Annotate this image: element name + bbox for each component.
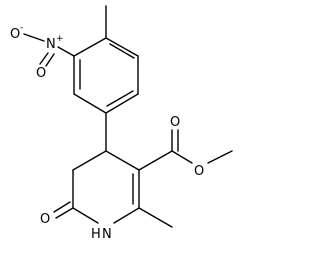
structure-diagram: N + O - O H N O O O [10,5,233,242]
bond-c6-o [55,207,74,219]
bond-n-o-left [23,33,45,42]
bond-c2-n1 [113,207,140,224]
bond-ar-3-inner [106,90,134,107]
bond-ar-3 [105,93,139,114]
bond-ar-1-inner [109,43,135,59]
bond-n-o-bottom [39,52,49,65]
nitro-o-bottom-label: O [36,66,46,81]
ring-nh-n-label: N [102,227,112,242]
lactam-o-label: O [40,212,50,227]
nitro-o-left-charge: - [20,23,23,33]
ester-o-carbonyl-label: O [170,115,180,130]
bond-aryl-nitro [57,46,75,57]
bond-ar-4 [73,93,107,114]
bond-n1-c6 [72,207,99,224]
bond-ar-6 [73,37,107,57]
bond-ar-1 [105,37,139,57]
bond-c4-c3 [105,150,140,171]
methyl-ester: O O [138,115,233,179]
benzene-ring [73,37,139,114]
nitro-group: N + O - O [10,23,75,81]
nitro-n-label: N [46,37,56,52]
bond-c3-ester-c [138,150,173,171]
bond-ester-c-oether [171,150,193,164]
bond-c5-c4 [72,150,107,171]
ester-o-ether-label: O [194,164,204,179]
ring-nh-h-label: H [91,227,101,242]
bond-c6-o-2 [53,201,71,213]
molecule-svg: N + O - O H N O O O [10,5,233,242]
bond-c2-methyl [138,207,173,228]
bond-oether-methyl [207,150,233,164]
nitro-n-charge: + [56,34,64,44]
dihydropyridine-ring [72,150,140,224]
bond-n-o-bottom-2 [45,53,55,67]
lactam-carbonyl: O [40,201,74,227]
nitro-o-left-label: O [10,27,20,42]
